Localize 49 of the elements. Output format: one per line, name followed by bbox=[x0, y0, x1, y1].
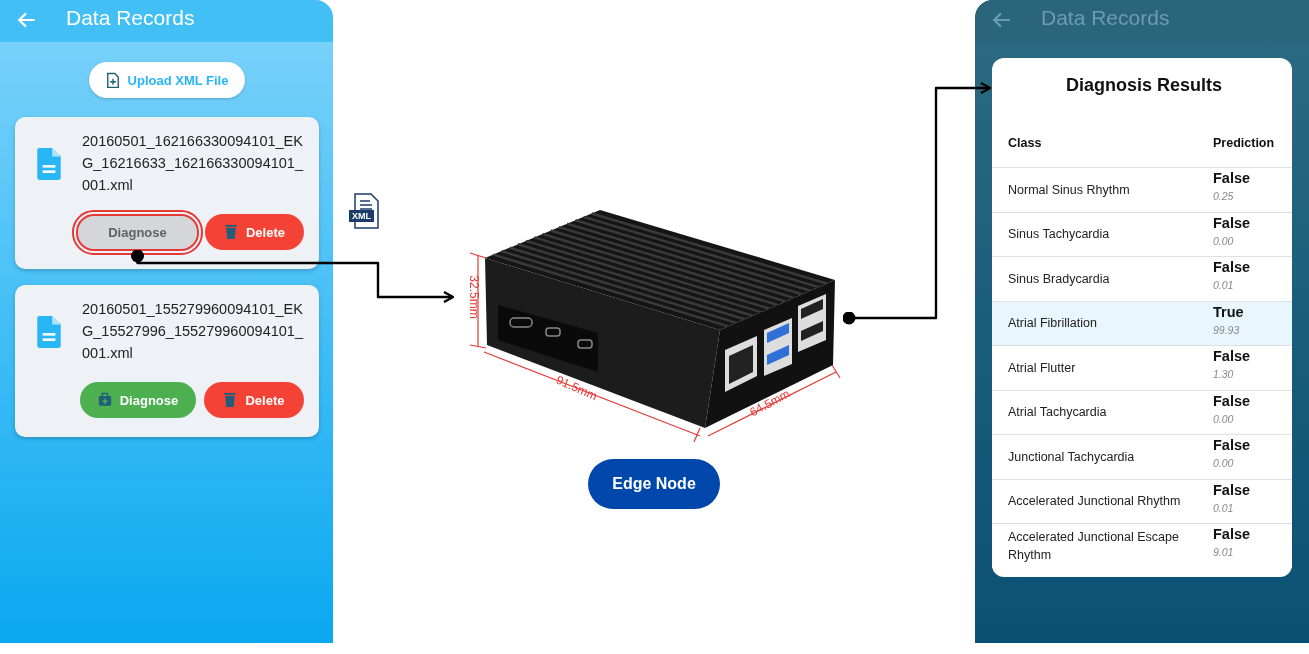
diagnose-button: Diagnose bbox=[80, 382, 196, 418]
diagnose-button: Diagnose bbox=[72, 210, 203, 255]
arrow bbox=[842, 81, 992, 325]
prediction-value: False bbox=[1213, 214, 1251, 231]
probability-value: 99.93 bbox=[1213, 323, 1240, 336]
column-header: Prediction bbox=[1213, 136, 1275, 150]
prediction-value: False bbox=[1213, 392, 1251, 409]
table-cell-text: Accelerated Junctional Escape Rhythm bbox=[1008, 528, 1180, 564]
delete-button: Delete bbox=[205, 214, 304, 250]
probability-value: 0.25 bbox=[1213, 190, 1234, 202]
prediction-value: False bbox=[1213, 437, 1251, 453]
probability-value: 0.00 bbox=[1213, 234, 1234, 247]
edge-node-button: Edge Node bbox=[588, 459, 720, 509]
upload-button: Upload XML File bbox=[89, 62, 245, 98]
file-card bbox=[15, 117, 319, 269]
prediction-value: False bbox=[1213, 481, 1251, 498]
table-cell-text: Junctional Tachycardia bbox=[1008, 448, 1136, 466]
screen-title: Data Records bbox=[66, 6, 195, 30]
table-cell-text: Atrial Flutter bbox=[1008, 359, 1077, 377]
prediction-value: False bbox=[1213, 526, 1251, 542]
file-name: 20160501_155279960094101_EKG_15527996_155279960094101_001.xml bbox=[82, 300, 305, 363]
probability-value: 0.00 bbox=[1213, 412, 1234, 425]
probability-value: 1.30 bbox=[1213, 368, 1234, 380]
table-cell-text: Sinus Tachycardia bbox=[1008, 226, 1111, 244]
table-cell-text: Atrial Fibrillation bbox=[1008, 315, 1098, 333]
arrow bbox=[131, 249, 455, 304]
column-header: Class bbox=[1008, 136, 1042, 150]
file-type-tag: XML bbox=[349, 210, 374, 222]
table-cell-text: Atrial Tachycardia bbox=[1008, 404, 1108, 422]
delete-button: Delete bbox=[204, 382, 304, 418]
file-card bbox=[15, 285, 319, 437]
table-cell-text: Sinus Bradycardia bbox=[1008, 270, 1111, 288]
card-title: Diagnosis Results bbox=[1066, 75, 1223, 96]
probability-value: 0.01 bbox=[1213, 279, 1234, 291]
probability-value: 0.01 bbox=[1213, 501, 1234, 514]
probability-value: 0.00 bbox=[1213, 457, 1234, 469]
probability-value: 9.01 bbox=[1213, 546, 1234, 558]
phone-screen bbox=[0, 0, 333, 643]
table-cell-text: Accelerated Junctional Rhythm bbox=[1008, 493, 1182, 511]
prediction-value: True bbox=[1213, 303, 1244, 320]
table-cell-text: Normal Sinus Rhythm bbox=[1008, 181, 1131, 199]
results-card bbox=[992, 58, 1292, 577]
screen-title: Data Records bbox=[1041, 6, 1170, 30]
dimension-label: 32.5mm bbox=[466, 275, 481, 319]
prediction-value: False bbox=[1213, 259, 1251, 275]
prediction-value: False bbox=[1213, 348, 1251, 364]
prediction-value: False bbox=[1213, 170, 1251, 186]
phone-screen bbox=[975, 0, 1309, 643]
file-name: 20160501_162166330094101_EKG_16216633_162166330094101_001.xml bbox=[82, 132, 305, 195]
